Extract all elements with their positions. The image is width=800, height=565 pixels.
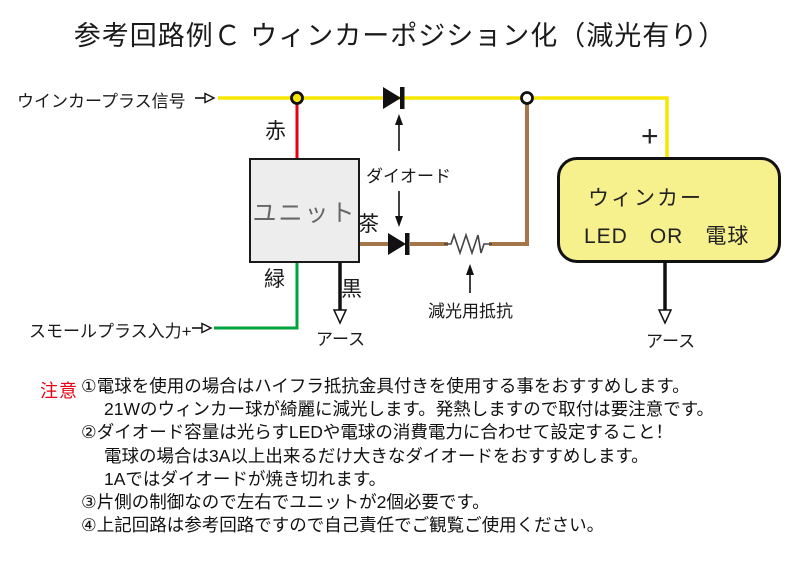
winker-plus-signal-label: ウインカープラス信号	[17, 92, 186, 111]
note-line-4: 電球の場合は3A以上出来るだけ大きなダイオードをおすすめします。	[104, 445, 649, 466]
ground-label-left: アース	[316, 330, 366, 349]
note-line-1: ①電球を使用の場合はハイフラ抵抗金具付きを使用する事をおすすめします。	[81, 376, 690, 396]
note-line-3: ②ダイオード容量は光らすLEDや電球の消費電力に合わせて設定すること！	[81, 422, 673, 443]
small-plus-input-label: スモールプラス入力+	[29, 322, 192, 341]
wire-label-black: 黒	[341, 278, 362, 301]
resistor-icon	[444, 232, 492, 256]
wire-label-brown: 茶	[358, 213, 379, 236]
diode-label: ダイオード	[366, 167, 451, 186]
unit-box-label: ユニット	[252, 200, 357, 227]
note-line-6: ③片側の制御なので左右でユニットが2個必要です。	[81, 492, 490, 513]
diode-bottom-icon	[388, 233, 410, 255]
note-line-5: 1Aではダイオードが焼き切れます。	[104, 468, 387, 489]
yellow-signal-wire	[218, 96, 669, 158]
notes-block: ①電球を使用の場合はハイフラ抵抗金具付きを使用する事をおすすめします。 21Wの…	[81, 375, 781, 537]
unit-box: ユニット	[249, 158, 360, 263]
note-line-2: 21Wのウィンカー球が綺麗に減光します。発熱しますので取付は要注意です。	[104, 399, 714, 420]
plus-terminal-label: +	[641, 120, 659, 153]
brown-wire-segment-3	[489, 101, 529, 246]
green-wire	[214, 259, 299, 330]
note-line-7: ④上記回路は参考回路ですので自己責任でご観覧ご使用ください。	[81, 515, 605, 536]
page-title: 参考回路例Ｃ ウィンカーポジション化（減光有り）	[73, 21, 727, 51]
winker-box-label-line2: LED OR 電球	[584, 225, 750, 248]
warning-heading: 注意	[40, 381, 78, 401]
wire-label-green: 緑	[264, 268, 285, 291]
winker-box-label-line1: ウィンカー	[588, 187, 703, 210]
ground-label-right: アース	[646, 332, 696, 351]
winker-lamp-box: ウィンカー LED OR 電球	[557, 157, 781, 263]
dimming-resistor-label: 減光用抵抗	[428, 302, 513, 321]
junction-dot-left	[290, 91, 304, 105]
diode-pointer-up-icon	[395, 114, 403, 151]
resistor-pointer-icon	[466, 264, 474, 293]
junction-dot-right	[520, 91, 534, 105]
diode-top-icon	[383, 87, 405, 109]
diode-pointer-down-icon	[395, 191, 403, 227]
input-arrow-winker-icon	[195, 92, 216, 104]
wire-label-red: 赤	[265, 120, 286, 143]
ground-arrow-left-icon	[332, 309, 348, 325]
input-arrow-small-icon	[192, 322, 213, 334]
ground-arrow-right-icon	[657, 309, 673, 325]
